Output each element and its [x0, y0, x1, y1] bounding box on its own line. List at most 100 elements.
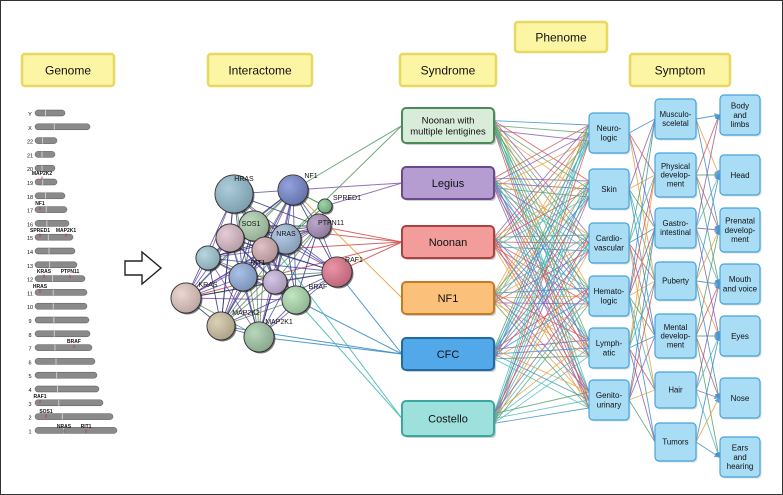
- syndrome-label-line: multiple lentigines: [410, 126, 486, 137]
- chromosome: 14: [27, 247, 76, 256]
- protein-label: HRAS: [234, 176, 254, 183]
- edge-syndrome-phenome: [493, 339, 590, 415]
- chromosome: 18: [27, 192, 66, 201]
- symptom-outcome-node-box: [719, 263, 761, 305]
- symptom-node-label-line: develop-: [661, 171, 691, 180]
- edge-symptom-symptom: [695, 283, 721, 391]
- chromosome-label: 22: [27, 140, 33, 146]
- chromosome-bar: [34, 399, 104, 407]
- syndrome-label-line: Noonan with: [422, 115, 475, 126]
- edge-phenome-symptom: [628, 118, 656, 190]
- symptom-node: Musculo-sceletal: [654, 98, 698, 141]
- chromosome-bar: [34, 302, 88, 310]
- phenome-node-label-line: Cardio-: [596, 234, 623, 243]
- protein-interaction: [185, 297, 297, 301]
- phenome-node-label-line: Skin: [601, 185, 617, 194]
- gene-marker: MAP2K2: [32, 171, 53, 177]
- symptom-node-box: [654, 313, 697, 359]
- protein-gloss: [239, 211, 269, 241]
- chromosome-bar: [34, 316, 90, 324]
- edge-symptom-symptom: [695, 118, 720, 176]
- edge-syndrome-phenome: [493, 297, 590, 401]
- chromosome-label: 12: [27, 278, 33, 284]
- edge-syndrome-phenome: [493, 132, 590, 355]
- symptom-node-label-line: Tumors: [662, 438, 688, 447]
- edge-syndrome-phenome: [493, 287, 590, 350]
- protein-label: KRAS: [198, 282, 217, 289]
- protein-gloss: [307, 214, 331, 238]
- chromosome-bar: [34, 385, 100, 393]
- protein-node: [251, 236, 280, 265]
- phenome-node-label-line: Hemato-: [594, 287, 625, 296]
- edge-syndrome-phenome: [493, 295, 590, 419]
- edge-symptom-symptom: [695, 118, 721, 231]
- symptom-outcome-node-label-line: develop-: [725, 226, 756, 235]
- protein-gloss: [252, 237, 278, 263]
- edge-syndrome-phenome: [493, 196, 590, 424]
- edge-layer: [185, 113, 721, 458]
- edge-phenome-symptom: [628, 295, 656, 391]
- protein-label: MAP2K2: [232, 310, 260, 317]
- header-symptom: Symptom: [628, 52, 732, 88]
- symptom-outcome-node-label-line: Mouth: [729, 275, 751, 284]
- edge-syndrome-phenome: [493, 241, 590, 401]
- chromosome-bar: [34, 164, 56, 172]
- protein-node: [238, 210, 271, 243]
- protein-node: [228, 262, 259, 293]
- edge-syndrome-phenome: [493, 140, 590, 248]
- edge-phenome-symptom: [628, 174, 656, 349]
- edge-syndrome-phenome: [493, 407, 590, 424]
- edge-syndrome-phenome: [493, 132, 590, 184]
- chromosome-bar: [34, 358, 96, 365]
- edge-symptom-symptom: [695, 280, 720, 337]
- chromosome-label: 2: [28, 416, 31, 422]
- edge-phenome-symptom: [628, 399, 656, 443]
- edge-syndrome-phenome: [493, 196, 590, 360]
- header-label: Syndrome: [421, 64, 476, 78]
- edge-symptom-symptom: [695, 335, 720, 399]
- symptom-node-label-line: develop-: [661, 332, 691, 341]
- phenome-node-box: [588, 112, 630, 154]
- protein-node: [317, 198, 334, 215]
- edge-interactome-syndrome: [336, 271, 403, 355]
- edge-syndrome-phenome: [493, 132, 590, 243]
- phenome-node-label-line: Genito-: [596, 391, 623, 400]
- chromosome-bar: [34, 151, 56, 158]
- edge-syndrome-phenome: [493, 188, 590, 419]
- phenome-node-box: [588, 168, 630, 210]
- edge-interactome-syndrome: [185, 241, 403, 299]
- symptom-node-box: [654, 422, 697, 462]
- edge-syndrome-phenome: [493, 124, 590, 294]
- edge-syndrome-phenome: [493, 242, 590, 419]
- chromosome-bar: [34, 247, 76, 255]
- protein-node: [262, 269, 289, 296]
- protein-node: [306, 213, 333, 240]
- protein-gloss: [216, 224, 244, 252]
- syndrome-label-line: Noonan: [429, 237, 468, 249]
- syndrome-label-line: Legius: [432, 178, 465, 190]
- syndrome-box: [401, 281, 495, 315]
- header-label: Genome: [45, 64, 91, 78]
- edge-syndrome-phenome: [493, 234, 590, 414]
- chromosome-label: 13: [27, 264, 33, 270]
- chromosome: 7: [28, 344, 93, 353]
- chromosome-bar: [34, 289, 88, 296]
- arrow-right-icon: [124, 250, 163, 286]
- symptom-node-box: [654, 261, 697, 301]
- edge-syndrome-phenome: [493, 187, 590, 305]
- chromosome-label: 15: [27, 236, 33, 242]
- symptom-node-label-line: sceletal: [662, 119, 689, 128]
- chromosome-bar: [34, 344, 93, 351]
- phenome-node: Cardio-vascular: [588, 222, 631, 265]
- protein-gloss: [322, 257, 352, 287]
- edge-symptom-symptom: [695, 174, 721, 282]
- protein-label: NF1: [304, 173, 317, 180]
- edge-symptom-symptom: [695, 335, 721, 458]
- edge-syndrome-phenome: [493, 399, 590, 419]
- symptom-outcome-node-label-line: Head: [730, 171, 749, 180]
- symptom-outcome-node-box: [719, 154, 761, 196]
- protein-interaction: [229, 237, 338, 273]
